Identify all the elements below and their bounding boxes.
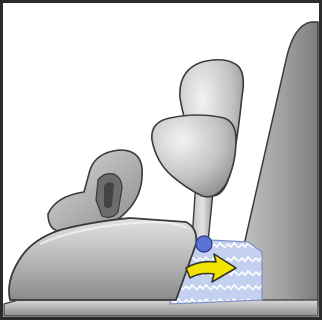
booster-base-highlight bbox=[39, 220, 187, 245]
vehicle-seat-cushion bbox=[3, 299, 319, 317]
belt-guide-slot bbox=[104, 182, 114, 208]
headrest-lower bbox=[151, 114, 237, 198]
vehicle-seat-backrest bbox=[231, 21, 319, 307]
latch-knob bbox=[195, 235, 213, 253]
curved-arrow-right-icon bbox=[185, 253, 237, 283]
